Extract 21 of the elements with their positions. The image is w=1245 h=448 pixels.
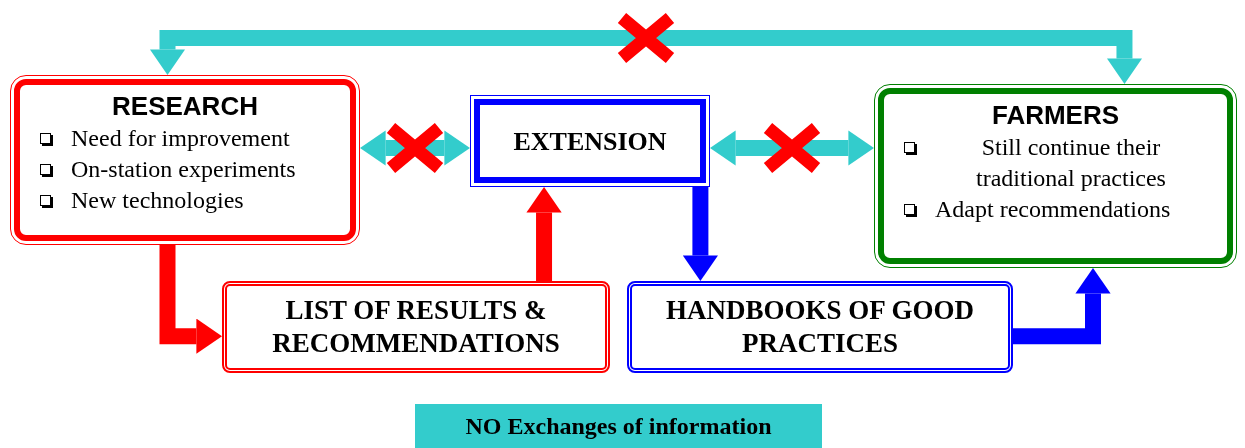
arrow — [159, 245, 222, 354]
bullet-text: Adapt recommendations — [935, 195, 1171, 224]
box-heading: RESEARCH — [111, 90, 259, 123]
arrow — [149, 30, 1143, 84]
box-heading: FARMERS — [990, 99, 1121, 132]
arrow — [360, 130, 470, 166]
box-label: LIST OF RESULTS & RECOMMENDATIONS — [271, 294, 561, 360]
bullet-text: On-station experiments — [71, 155, 296, 184]
arrow — [710, 130, 874, 166]
arrow — [682, 187, 718, 281]
bullet-text: Still continue their traditional practices — [975, 133, 1167, 193]
handbooks-box — [627, 281, 1013, 373]
bullet-text: Need for improvement — [71, 124, 290, 153]
note-box — [415, 404, 822, 448]
box-label: HANDBOOKS OF GOOD PRACTICES — [665, 294, 975, 360]
results-box — [222, 281, 610, 373]
bullet-text: New technologies — [71, 186, 244, 215]
arrow — [1013, 268, 1111, 345]
box-label: EXTENSION — [513, 125, 667, 158]
arrow — [526, 187, 562, 281]
box-label: NO Exchanges of information — [465, 412, 772, 441]
